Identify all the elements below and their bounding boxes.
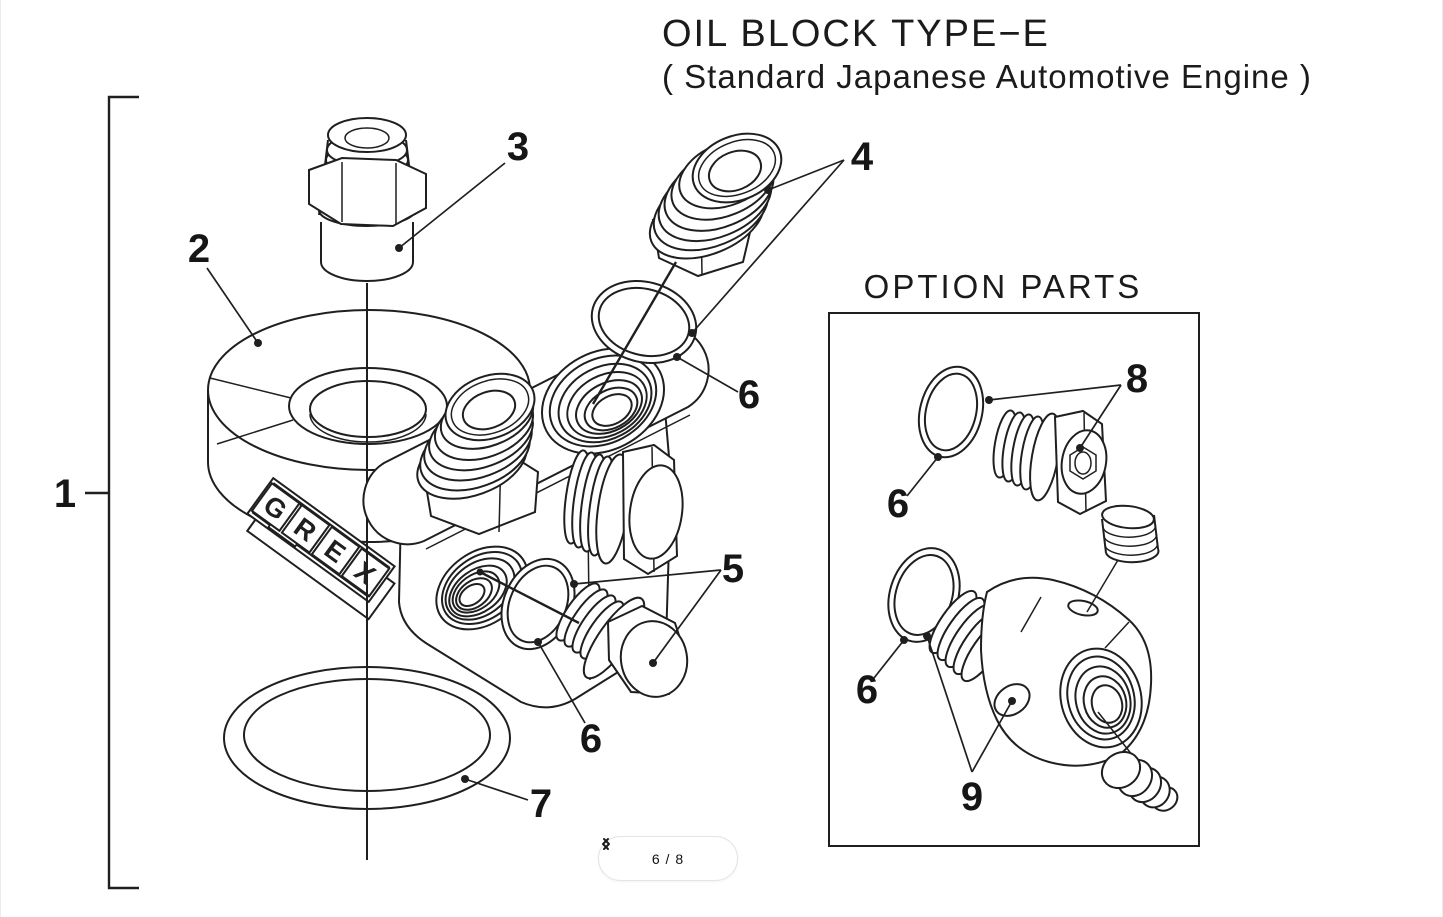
grex-logo: G R E X [245, 476, 397, 621]
block-top-port [540, 347, 666, 455]
axis-dot [476, 568, 484, 576]
page-indicator: 6 / 8 [651, 850, 685, 867]
part-label-7: 7 [530, 782, 552, 826]
center-bolt-drawing [308, 117, 427, 282]
part-labels: 1 2 3 4 5 6 6 7 8 6 6 9 [54, 125, 1148, 826]
diagram-title: OIL BLOCK TYPE−E [662, 13, 1050, 55]
assembly-bracket [85, 95, 139, 890]
part-label-4: 4 [851, 135, 874, 179]
part-label-8: 8 [1126, 357, 1148, 401]
part-label-6-option-bottom: 6 [856, 668, 878, 712]
top-assembly-axis-line [591, 261, 678, 405]
prev-page-button[interactable] [602, 838, 633, 868]
option-sensor-adapter-drawing [928, 576, 1153, 767]
diagram-subtitle: ( Standard Japanese Automotive Engine ) [662, 57, 1312, 95]
part-label-5: 5 [722, 547, 744, 591]
part-label-2: 2 [188, 227, 210, 271]
option-sleeve-drawing [1086, 504, 1160, 613]
part-label-6-bottom: 6 [580, 717, 602, 761]
part-label-1: 1 [54, 472, 76, 516]
page-title: OIL BLOCK TYPE−E ( Standard Japanese Aut… [662, 13, 1312, 97]
adapter-plate-drawing: G R E X [207, 309, 531, 621]
option-parts-box: OPTION PARTS [828, 268, 1200, 847]
part-label-6-option-top: 6 [887, 482, 909, 526]
leader-lines [206, 159, 1122, 801]
chevron-right-icon [603, 838, 610, 850]
next-page-button[interactable] [603, 838, 721, 868]
option-oring-top-drawing [917, 365, 985, 459]
an-fitting-exploded-drawing [648, 132, 783, 278]
hex-plug-mounted-drawing [563, 443, 684, 576]
oring-top-drawing [590, 280, 698, 364]
bottom-assembly-axis-line [479, 570, 580, 625]
part-label-3: 3 [507, 125, 529, 169]
pagination: 6 / 8 [598, 836, 738, 881]
option-parts-title: OPTION PARTS [864, 268, 1143, 305]
option-plug-drawing [1097, 711, 1179, 812]
part-label-9: 9 [961, 775, 983, 819]
option-fitting-drawing [992, 409, 1108, 516]
an-fitting-mounted-drawing [416, 372, 540, 536]
part-label-6-top: 6 [738, 373, 760, 417]
